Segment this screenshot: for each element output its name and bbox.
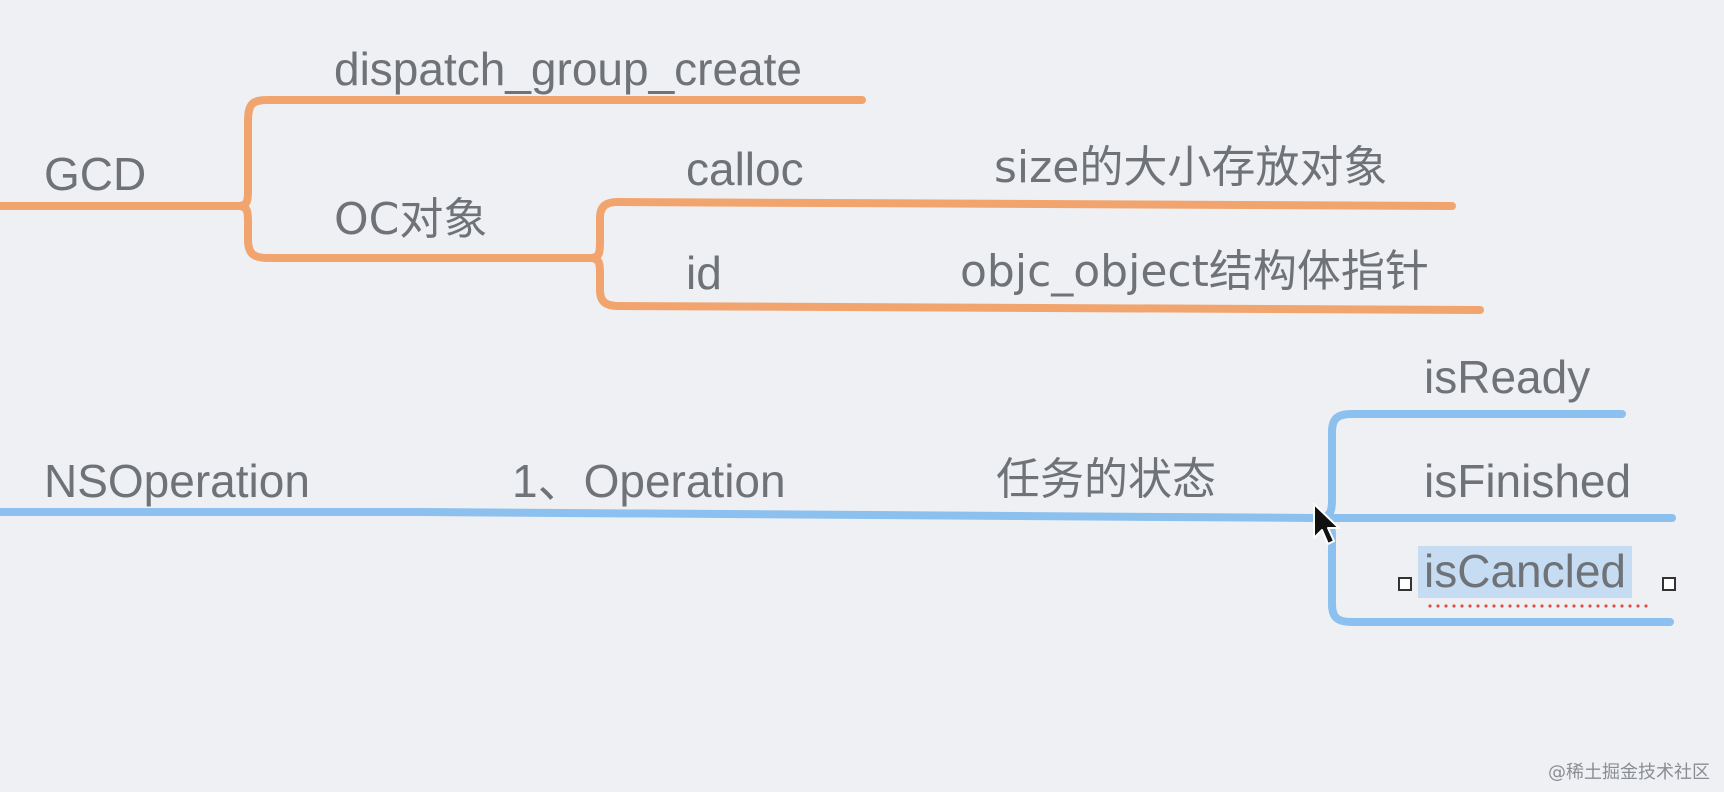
node-id[interactable]: id — [686, 247, 722, 299]
watermark-text: @稀土掘金技术社区 — [1548, 762, 1710, 783]
oc-bracket-lower — [586, 254, 1484, 314]
gcd-bracket-lower — [234, 202, 594, 262]
node-oc-object[interactable]: OC对象 — [334, 194, 488, 245]
node-task-state[interactable]: 任务的状态 — [996, 454, 1216, 505]
nsop-root-line — [0, 508, 1322, 522]
node-gcd[interactable]: GCD — [44, 148, 147, 200]
node-id-desc[interactable]: objc_object结构体指针 — [960, 246, 1429, 297]
spellcheck-underline — [1426, 604, 1652, 608]
gcd-branch-lines — [0, 96, 1484, 314]
node-nsoperation[interactable]: NSOperation — [44, 455, 310, 507]
node-calloc[interactable]: calloc — [686, 143, 804, 195]
node-dispatch-group-create[interactable]: dispatch_group_create — [334, 43, 802, 95]
mouse-pointer-icon — [1313, 503, 1340, 545]
node-calloc-desc[interactable]: size的大小存放对象 — [994, 142, 1388, 193]
node-operation[interactable]: 1、Operation — [512, 455, 786, 507]
selection-handle-left[interactable] — [1398, 577, 1412, 591]
node-is-finished[interactable]: isFinished — [1424, 455, 1632, 507]
selection-handle-right[interactable] — [1662, 577, 1676, 591]
node-is-cancled-selected[interactable]: isCancled — [1418, 546, 1632, 598]
node-is-ready[interactable]: isReady — [1424, 351, 1591, 403]
